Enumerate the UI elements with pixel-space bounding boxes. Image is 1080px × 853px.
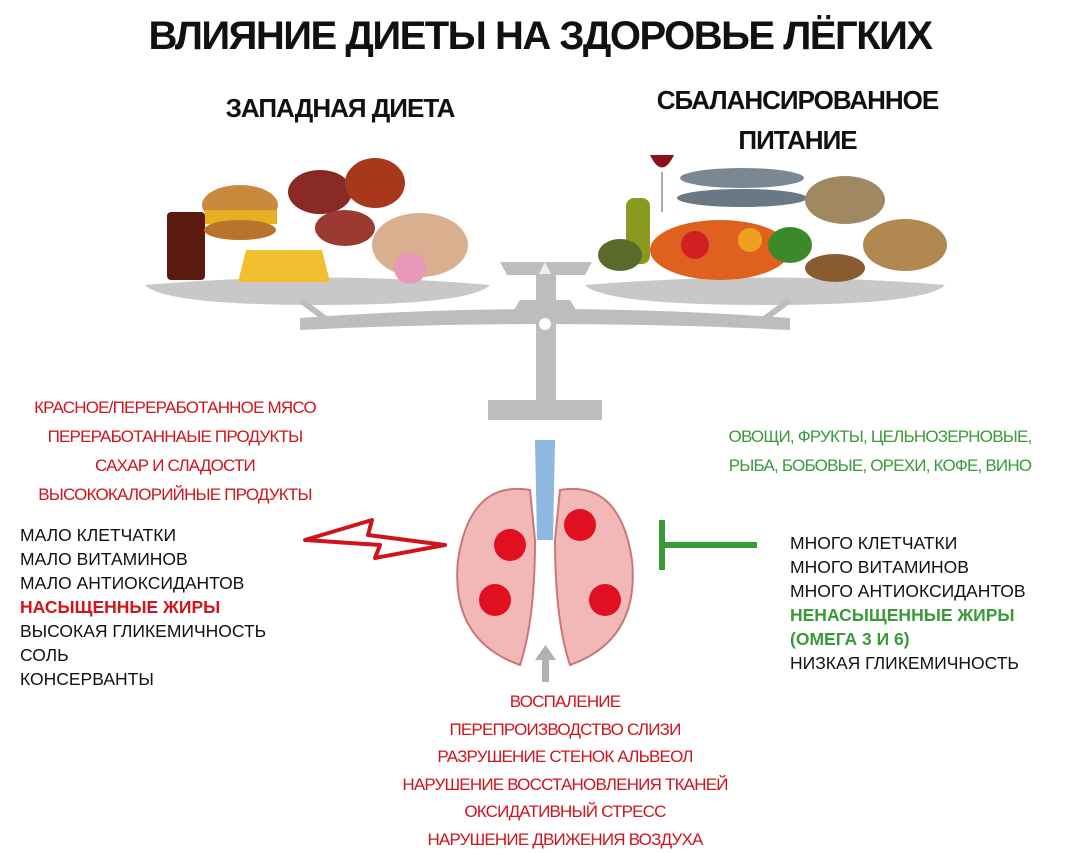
western-foods-list: КРАСНОЕ/ПЕРЕРАБОТАННОЕ МЯСО ПЕРЕРАБОТАНН…: [0, 393, 350, 509]
list-item: МАЛО КЛЕТЧАТКИ: [20, 525, 177, 545]
list-item: КОНСЕРВАНТЫ: [20, 669, 154, 689]
effects-list: ВОСПАЛЕНИЕ ПЕРЕПРОИЗВОДСТВО СЛИЗИ РАЗРУШ…: [370, 688, 760, 853]
list-item: СОЛЬ: [20, 645, 69, 665]
list-item: (ОМЕГА 3 И 6): [790, 629, 910, 649]
balanced-properties-list: МНОГО КЛЕТЧАТКИ МНОГО ВИТАМИНОВ МНОГО АН…: [790, 531, 1026, 675]
list-item: ОВОЩИ, ФРУКТЫ, ЦЕЛЬНОЗЕРНОВЫЕ,: [728, 427, 1033, 446]
western-heading: ЗАПАДНАЯ ДИЕТА: [225, 93, 456, 123]
list-item: КРАСНОЕ/ПЕРЕРАБОТАННОЕ МЯСО: [34, 398, 317, 417]
list-item: ПЕРЕПРОИЗВОДСТВО СЛИЗИ: [449, 719, 681, 739]
balanced-foods-list: ОВОЩИ, ФРУКТЫ, ЦЕЛЬНОЗЕРНОВЫЕ, РЫБА, БОБ…: [700, 422, 1060, 480]
list-item: НИЗКАЯ ГЛИКЕМИЧНОСТЬ: [790, 653, 1019, 673]
western-properties-list: МАЛО КЛЕТЧАТКИ МАЛО ВИТАМИНОВ МАЛО АНТИО…: [20, 523, 266, 691]
balanced-heading: СБАЛАНСИРОВАННОЕ ПИТАНИЕ: [620, 80, 975, 160]
list-item: МАЛО ВИТАМИНОВ: [20, 549, 188, 569]
balanced-heading-line1: СБАЛАНСИРОВАННОЕ: [656, 85, 939, 115]
list-item: МНОГО КЛЕТЧАТКИ: [790, 533, 958, 553]
list-item: РЫБА, БОБОВЫЕ, ОРЕХИ, КОФЕ, ВИНО: [728, 456, 1032, 475]
list-item: ВЫСОКОКАЛОРИЙНЫЕ ПРОДУКТЫ: [38, 485, 312, 504]
inhibit-icon: [659, 520, 757, 570]
list-item: САХАР И СЛАДОСТИ: [95, 456, 256, 475]
list-item: НЕНАСЫЩЕННЫЕ ЖИРЫ: [790, 605, 1015, 625]
balanced-heading-line2: ПИТАНИЕ: [738, 125, 857, 155]
arrow-up-icon: [535, 645, 556, 682]
lungs-icon: [456, 440, 634, 667]
list-item: НАРУШЕНИЕ ДВИЖЕНИЯ ВОЗДУХА: [427, 829, 703, 849]
list-item: МНОГО ВИТАМИНОВ: [790, 557, 969, 577]
list-item: ВОСПАЛЕНИЕ: [509, 692, 621, 711]
list-item: НАРУШЕНИЕ ВОССТАНОВЛЕНИЯ ТКАНЕЙ: [402, 774, 728, 794]
list-item: МНОГО АНТИОКСИДАНТОВ: [790, 581, 1026, 601]
list-item: ОКСИДАТИВНЫЙ СТРЕСС: [464, 802, 666, 821]
list-item: ПЕРЕРАБОТАННАЫЕ ПРОДУКТЫ: [47, 427, 304, 446]
list-item: НАСЫЩЕННЫЕ ЖИРЫ: [20, 597, 221, 617]
list-item: ВЫСОКАЯ ГЛИКЕМИЧНОСТЬ: [20, 621, 267, 641]
list-item: РАЗРУШЕНИЕ СТЕНОК АЛЬВЕОЛ: [437, 747, 693, 766]
list-item: МАЛО АНТИОКСИДАНТОВ: [20, 573, 245, 593]
scale-icon: [145, 262, 945, 420]
lightning-icon: [303, 518, 447, 560]
page-title: ВЛИЯНИЕ ДИЕТЫ НА ЗДОРОВЬЕ ЛЁГКИХ: [148, 14, 933, 58]
balanced-food-illustration: [598, 155, 947, 282]
western-food-illustration: [167, 158, 468, 284]
